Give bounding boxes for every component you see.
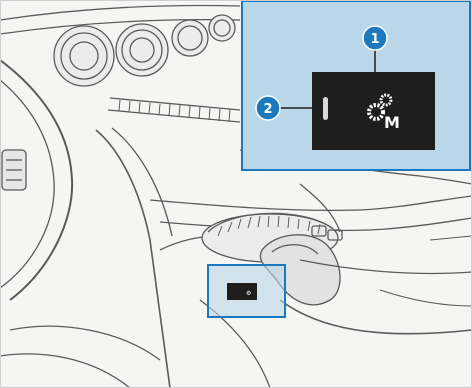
dashboard-line-art bbox=[0, 4, 472, 388]
callout-2-number: 2 bbox=[263, 102, 272, 117]
callout-1: 1 bbox=[362, 25, 388, 83]
gears-icon bbox=[367, 93, 393, 121]
button-location-highlight: ⚙ bbox=[207, 264, 286, 318]
indicator-lamp bbox=[323, 97, 328, 120]
detail-inset: M 1 2 bbox=[241, 0, 471, 171]
callout-1-number: 1 bbox=[370, 32, 379, 47]
drive-program-button-small bbox=[227, 283, 257, 300]
drive-program-button bbox=[312, 72, 435, 150]
mode-letter: M bbox=[384, 113, 400, 132]
callout-2: 2 bbox=[255, 95, 322, 121]
gears-icon-small: ⚙ bbox=[246, 290, 251, 297]
